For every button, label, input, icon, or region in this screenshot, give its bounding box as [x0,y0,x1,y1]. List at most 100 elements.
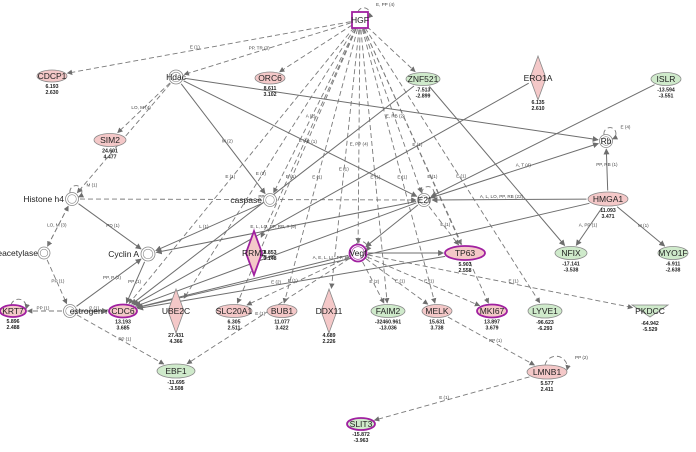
node-ebf1[interactable]: EBF1-11.695-3.508 [156,363,196,392]
self-loop-label: E (4) [621,125,631,130]
node-vegf[interactable]: Vegf [348,243,368,263]
node-value-1: 8.853 [264,250,277,256]
node-value-1: 5.903 [459,262,472,268]
node-e2f[interactable]: E2f [417,193,432,207]
edge-znf521-nfix [429,86,566,246]
edge-label: E (1) [312,174,322,179]
node-label: KRT7 [2,306,24,316]
node-inner-ring [601,136,611,146]
node-shape [405,72,441,86]
edge-label: E (1) [456,174,466,179]
node-nfix[interactable]: NFIX-17.141-3.538 [554,246,588,274]
edge-caspase-cyclina [155,202,263,252]
self-loop-vegf [355,241,372,252]
node-value-2: 3.148 [264,256,277,262]
node-label: LMNB1 [533,367,562,377]
node-label: MELK [425,306,448,316]
edge-ero1a-cdc6 [132,82,529,306]
node-label: TP63 [455,248,476,258]
edge-label: E (1) [424,278,434,283]
edge-hgf-faim2 [360,29,390,304]
node-faim2[interactable]: FAIM2-32460.961-13.036 [370,304,406,332]
edge-er-cyclina [76,258,142,307]
edge-hdac-rb [184,77,599,142]
node-value-1: 6.305 [228,320,241,326]
node-value-2: 3.102 [264,92,277,98]
node-label: histone deacetylase [0,248,38,258]
node-value-1: 24.601 [102,149,118,155]
edge-hdac-sim2 [117,82,171,134]
node-caspase[interactable]: caspase [230,193,277,207]
node-znf521[interactable]: ZNF521-7.513-2.899 [405,72,441,100]
node-slit3[interactable]: SLIT3-15.872-3.963 [346,417,376,444]
node-value-2: 3.422 [276,326,289,332]
node-label: LYVE1 [532,306,558,316]
node-value-2: -3.551 [659,94,674,100]
node-lyve1[interactable]: LYVE1-96.623-6.293 [527,303,563,332]
node-pkdcc[interactable]: PKDCC-64.942-5.529 [630,304,670,333]
node-value-2: -5.529 [643,327,658,333]
node-hdac[interactable]: histone deacetylase [0,246,51,260]
edge-label: E (1) [286,174,296,179]
edge-tp63-cdc6 [137,255,446,311]
node-value-1: 5.896 [7,319,20,325]
node-cyclina[interactable]: Cyclin A [108,246,156,262]
edge-histoneh4-cyclina [78,203,142,250]
node-inner-ring [351,246,365,260]
node-value-2: 2.558 [459,268,472,274]
node-islr[interactable]: ISLR-13.594-3.551 [650,72,682,100]
node-value-1: 13.193 [115,320,131,326]
edge-label: E (1) [440,222,450,227]
edge-label: E (1) [225,174,235,179]
node-shape [167,287,185,335]
node-label: EBF1 [165,366,187,376]
edge-vegf-cdc6 [136,254,349,310]
node-shape [554,246,588,260]
edge-label: E (2) [271,280,281,285]
edge-label: E (1) [190,45,200,50]
edge-label: PP, TR (3) [249,46,270,51]
node-value-2: -3.963 [354,438,369,444]
edge-label: M (2) [222,139,233,144]
node-hdac[interactable]: Hdac [166,69,187,85]
edge-label: P (1) [89,306,99,311]
node-label: Vegf [349,248,367,258]
node-value-2: -6.293 [538,326,553,332]
edge-hgf-bub1 [282,29,358,304]
self-loop-label: PP (2) [575,355,588,360]
node-myo1f[interactable]: MYO1F-6.911-2.638 [657,246,689,274]
node-shape [36,69,68,83]
node-shape [476,303,508,319]
edge-label: E, RB (2) [386,113,405,118]
node-er[interactable]: estrogen receptor [63,304,137,318]
node-rb[interactable]: Rb [599,134,613,148]
edge-label: E (1) [412,142,422,147]
edge-label: E (1) [427,174,437,179]
node-histoneh4[interactable]: Histone h4 [23,192,79,206]
node-inner-ring [39,248,49,258]
edge-label: M (1) [638,223,649,228]
edge-vegf-pkdcc [367,254,634,310]
node-hgf[interactable]: HGF [351,11,369,29]
edge-label: E, PP (4) [350,141,369,146]
node-value-1: 15.631 [429,320,445,326]
node-value-1: -32460.961 [375,320,401,326]
node-shape [254,71,286,85]
node-inner-ring [142,248,154,260]
